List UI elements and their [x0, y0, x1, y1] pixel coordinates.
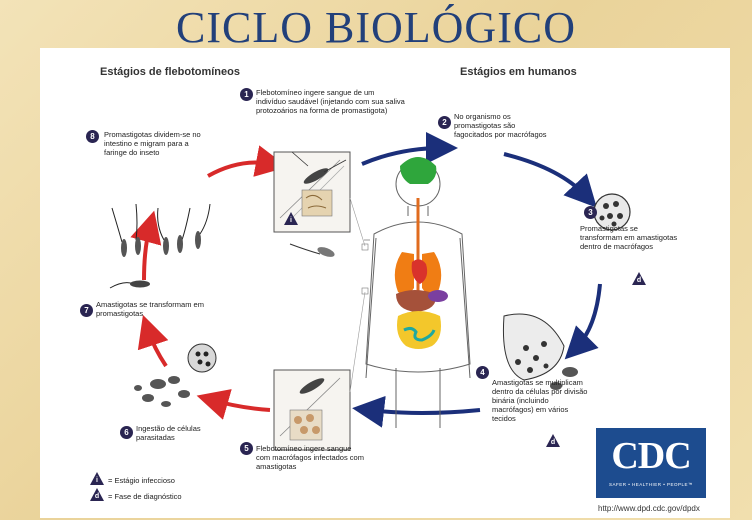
step-1-text: Flebotomíneo ingere sangue de um indivíd… [256, 88, 405, 115]
sandfly-feeding-image-bottom [273, 369, 351, 451]
step-2-text: No organismo os promastigotas são fagoci… [454, 112, 547, 139]
page-title: CICLO BIOLÓGICO [176, 3, 576, 52]
infected-tissue-image-stage-4 [502, 313, 578, 390]
arrow-7-to-8 [130, 210, 162, 281]
step-6-text: Ingestão de células parasitadas [136, 424, 201, 442]
step-8-text: Promastigotas dividem-se no intestino e … [104, 130, 201, 157]
parasitized-cells-image-stage-6 [134, 343, 217, 407]
life-cycle-diagram: Estágios de flebotomíneos Estágios em hu… [40, 48, 730, 518]
diagram-graphics [109, 132, 631, 451]
step-3-text: Promastigotas se transformam em amastigo… [580, 224, 678, 251]
cdc-logo-text: CDC [611, 435, 691, 477]
cdc-tagline: SAFER • HEALTHIER • PEOPLE™ [608, 482, 694, 487]
arrow-6-to-7 [137, 314, 169, 368]
cdc-logo: CDC SAFER • HEALTHIER • PEOPLE™ [596, 428, 706, 498]
sandfly-feeding-image-top [273, 151, 351, 233]
arrow-4-to-5 [352, 395, 481, 428]
step-1-badge: 1 [240, 88, 253, 101]
promastigote-transform-image-stage-7 [109, 280, 150, 289]
macrophage-image-stage-3 [593, 193, 631, 231]
source-url: http://www.dpd.cdc.gov/dpdx [598, 504, 700, 513]
diagnostic-stage-symbol: d [550, 439, 556, 446]
step-8-badge: 8 [86, 130, 99, 143]
human-body-image [349, 157, 471, 428]
promastigotes-image-stage-8 [111, 203, 211, 257]
step-5-text: Flebotomíneo ingere sangue com macrófago… [256, 444, 364, 471]
diagnostic-stage-symbol: d [636, 277, 642, 284]
arrow-2-to-3 [503, 152, 597, 208]
infective-stage-symbol: i [96, 477, 98, 484]
arrow-5-to-6 [196, 389, 271, 420]
step-7-badge: 7 [80, 304, 93, 317]
step-4-text: Amastigotas se multiplicam dentro da cél… [492, 378, 588, 423]
arrow-1-to-2 [361, 132, 458, 166]
step-5-badge: 5 [240, 442, 253, 455]
infective-stage-symbol: i [290, 217, 292, 224]
step-3-badge: 3 [584, 206, 597, 219]
promastigote-image-top [289, 243, 335, 257]
legend-diagnostic-text: = Fase de diagnóstico [108, 492, 182, 501]
step-6-badge: 6 [120, 426, 133, 439]
step-4-badge: 4 [476, 366, 489, 379]
legend-infective-text: = Estágio infeccioso [108, 476, 175, 485]
step-2-badge: 2 [438, 116, 451, 129]
diagnostic-stage-symbol: d [94, 493, 100, 500]
arrow-8-to-1 [207, 145, 288, 178]
step-7-text: Amastigotas se transformam em promastigo… [96, 300, 204, 318]
vector-stages-header: Estágios de flebotomíneos [100, 66, 240, 78]
arrow-3-to-4 [564, 283, 602, 360]
human-stages-header: Estágios em humanos [460, 66, 577, 78]
